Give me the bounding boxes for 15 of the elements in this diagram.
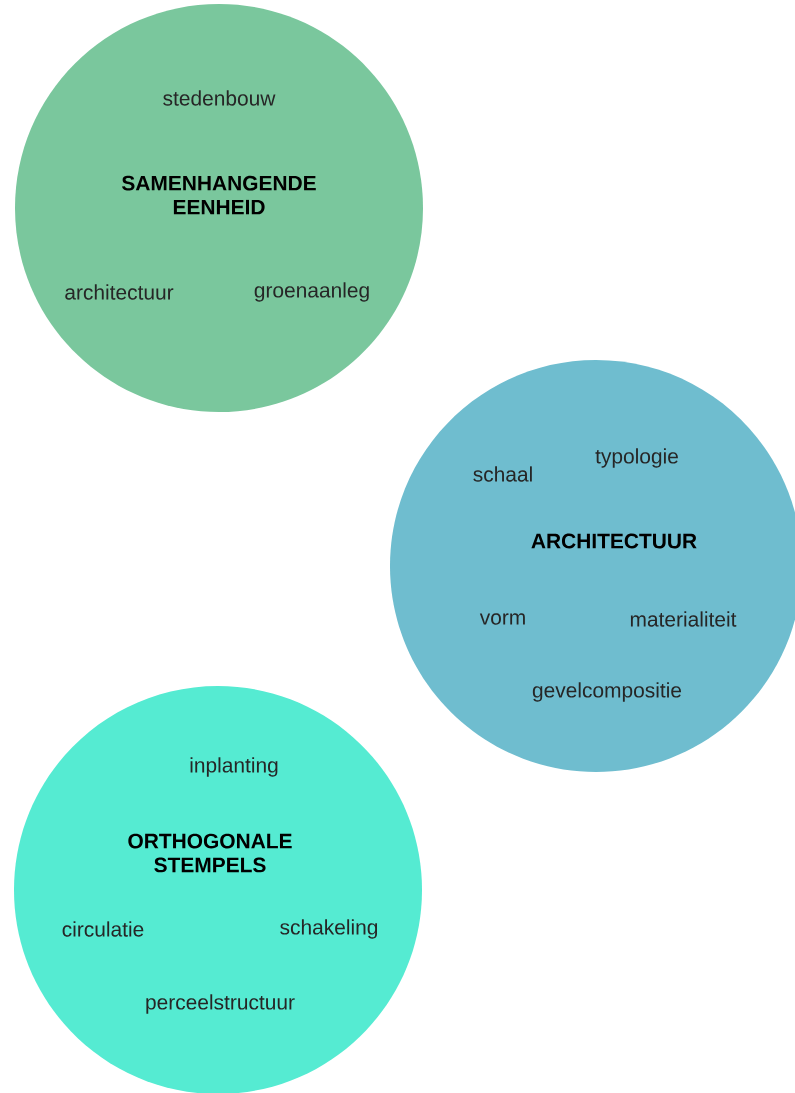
keyword: gevelcompositie: [532, 682, 682, 702]
keyword: vorm: [479, 613, 525, 625]
keyword: stedenbouw: [163, 90, 276, 106]
keyword: inplanting: [190, 757, 278, 777]
keyword: perceelstructuur: [146, 994, 295, 1014]
keyword: schakeling: [280, 919, 378, 939]
keyword: architectuur: [65, 284, 174, 300]
keyword: schaal: [473, 466, 532, 482]
keyword: typologie: [595, 448, 678, 468]
heading: ORTHOGONALE STEMPELS: [128, 833, 292, 873]
keyword: circulatie: [62, 921, 144, 937]
heading: SAMENHANGENDE EENHEID: [121, 175, 316, 215]
keyword: groenaanleg: [254, 282, 369, 302]
heading: ARCHITECTUUR: [531, 533, 697, 549]
keyword: materialiteit: [630, 611, 737, 627]
